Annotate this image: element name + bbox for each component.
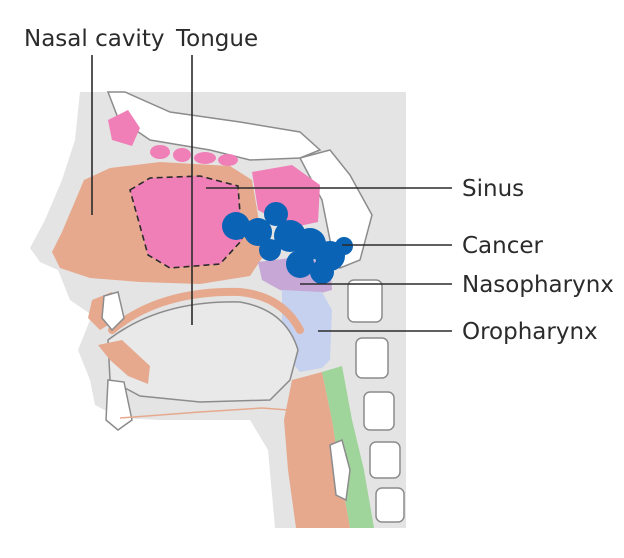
tumour-blob-10 [259,239,281,261]
cervical-spine [347,279,405,523]
tumour-blob-3 [264,202,288,226]
label-nasopharynx: Nasopharynx [462,272,614,298]
ethmoid-cell-3 [194,152,216,164]
label-nasal-cavity: Nasal cavity [24,26,164,52]
maxillary-sinus [129,175,243,269]
skull-base [298,149,373,269]
tumour-blob-1 [222,212,250,240]
vertebra-4 [369,441,401,479]
tumour-blob-8 [310,260,334,284]
nasal-bone [106,91,322,161]
label-cancer: Cancer [462,233,544,259]
tongue-region [107,301,299,403]
vertebra-3 [363,391,395,431]
vertebra-5 [375,487,405,523]
ethmoid-cell-1 [150,145,170,159]
palate [108,287,304,334]
label-sinus: Sinus [462,176,524,202]
tumour-blob-7 [286,250,314,278]
epiglottis [329,438,351,502]
lower-lip [98,340,150,384]
upper-teeth [101,291,125,332]
ethmoid-cell-4 [218,154,238,166]
vertebra-2 [355,337,389,379]
tumour-blob-2 [244,218,272,246]
tumour-mass [222,202,353,284]
larynx-region [284,372,350,528]
hyoid-line [119,407,289,419]
tumour-blob-9 [335,237,353,255]
label-tongue: Tongue [175,26,258,52]
leader-lines [91,55,452,332]
ethmoid-cell-2 [173,148,191,162]
label-oropharynx: Oropharynx [462,319,598,345]
vertebra-1 [347,279,383,323]
frontal-sinus [108,110,140,146]
windpipe-region [322,366,374,528]
